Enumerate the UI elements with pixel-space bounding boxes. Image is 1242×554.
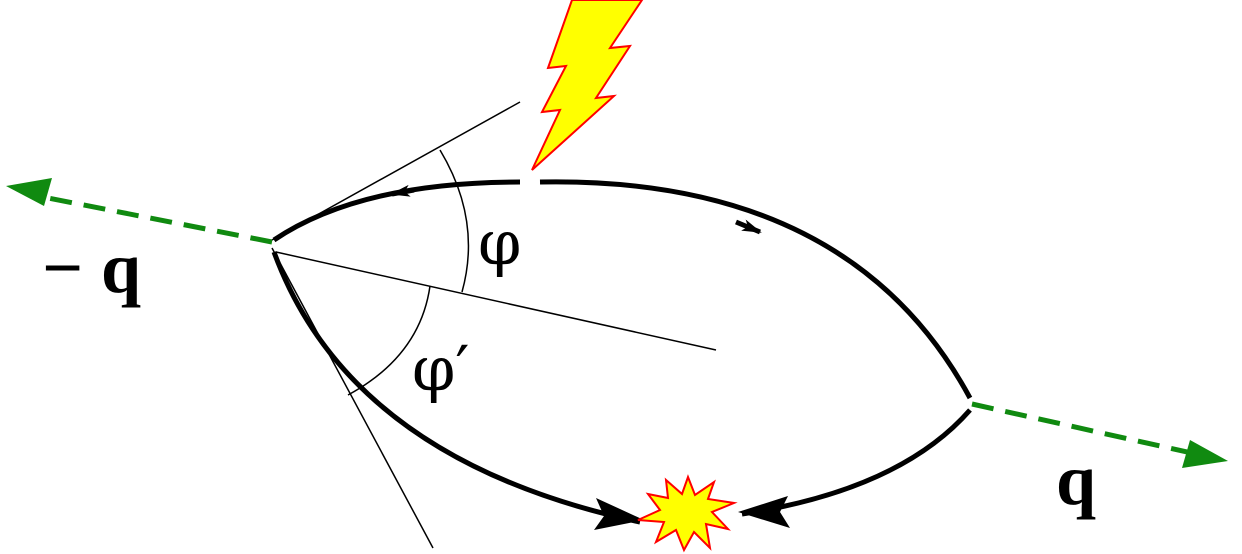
angle-arc-phi-prime (347, 285, 431, 396)
upper-right-path (539, 179, 973, 400)
upper-left-arrow (390, 184, 415, 197)
lower-right-path (741, 408, 972, 517)
tangent-line-lower (271, 247, 434, 549)
lower-left-path (271, 251, 641, 525)
momentum-arrow-left (6, 178, 273, 245)
neg-q-label: − q (42, 228, 141, 308)
lower-left-arrowhead (594, 498, 644, 530)
momentum-arrow-right (971, 401, 1228, 468)
upper-left-path (272, 179, 521, 243)
axis-line (275, 251, 717, 351)
angle-arc-phi (439, 149, 470, 293)
upper-right-arrow (735, 219, 762, 235)
phi-prime-label: φ′ (412, 332, 470, 405)
lightning-bolt-icon (531, 0, 644, 171)
q-label: q (1056, 440, 1096, 520)
phi-label: φ (478, 206, 521, 279)
lower-right-arrowhead (738, 496, 790, 528)
explosion-burst-icon (637, 474, 738, 553)
